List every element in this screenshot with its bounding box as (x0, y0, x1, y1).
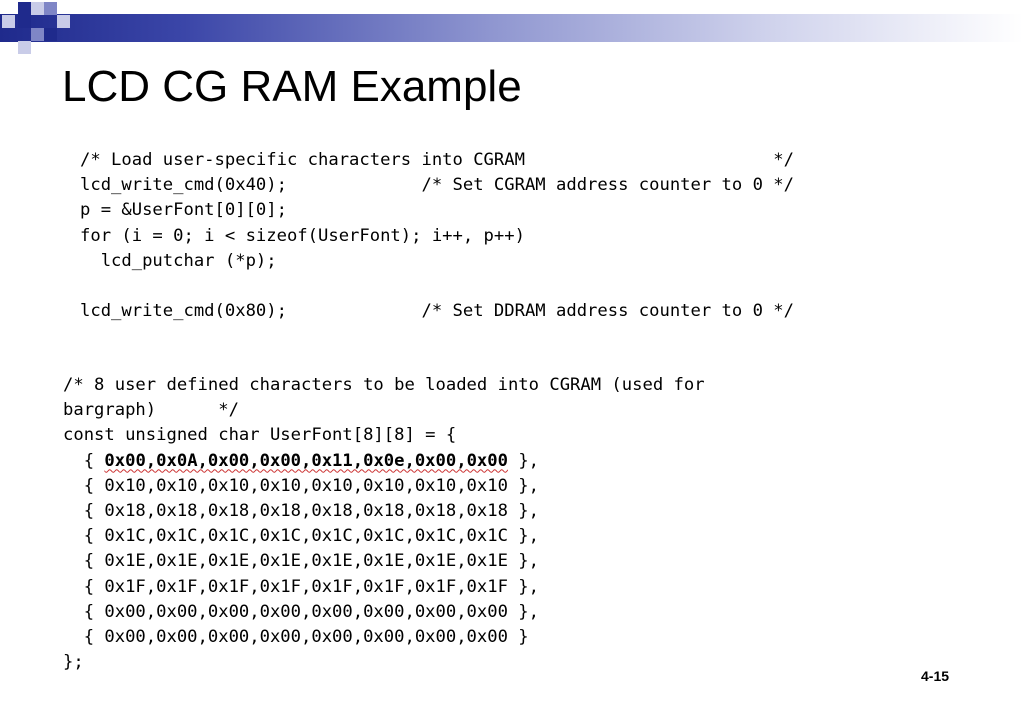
code-array-row: { 0x00,0x0A,0x00,0x00,0x11,0x0e,0x00,0x0… (63, 449, 705, 474)
header-square (18, 15, 31, 28)
code-line: /* Load user-specific characters into CG… (80, 150, 794, 170)
code-array-row: { 0x1E,0x1E,0x1E,0x1E,0x1E,0x1E,0x1E,0x1… (63, 551, 539, 572)
code-line: for (i = 0; i < sizeof(UserFont); i++, p… (80, 225, 525, 246)
header-square (18, 41, 31, 54)
header-square (2, 15, 15, 28)
header-square (57, 15, 70, 28)
header-square (31, 28, 44, 41)
highlighted-row-values: 0x00,0x0A,0x00,0x00,0x11,0x0e,0x00,0x00 (104, 450, 508, 471)
code-line: lcd_write_cmd(0x40); /* Set CGRAM addres… (80, 175, 794, 196)
header-square (44, 2, 57, 15)
slide-title: LCD CG RAM Example (62, 62, 522, 111)
header-square (31, 2, 44, 15)
code-array-row: { 0x1C,0x1C,0x1C,0x1C,0x1C,0x1C,0x1C,0x1… (63, 526, 539, 547)
code-block-load-cgram: /* Load user-specific characters into CG… (80, 148, 794, 324)
page-number: 4-15 (921, 668, 950, 684)
code-array-row: { 0x10,0x10,0x10,0x10,0x10,0x10,0x10,0x1… (63, 475, 539, 496)
code-line: lcd_write_cmd(0x80); /* Set DDRAM addres… (80, 301, 794, 322)
code-row-prefix: { (63, 450, 105, 471)
code-line: p = &UserFont[0][0]; (80, 200, 287, 221)
code-closing-line: }; (63, 652, 84, 673)
code-comment-line: /* 8 user defined characters to be loade… (63, 375, 705, 395)
code-line: lcd_putchar (*p); (80, 250, 277, 271)
code-comment-line: bargraph) */ (63, 400, 239, 421)
code-row-suffix: }, (507, 450, 540, 471)
header-square (18, 2, 31, 15)
code-block-user-font: /* 8 user defined characters to be loade… (63, 373, 705, 675)
header-bar (0, 14, 1023, 42)
code-array-row: { 0x00,0x00,0x00,0x00,0x00,0x00,0x00,0x0… (63, 626, 529, 647)
header-square (44, 28, 57, 41)
code-array-row: { 0x18,0x18,0x18,0x18,0x18,0x18,0x18,0x1… (63, 500, 539, 521)
code-array-row: { 0x00,0x00,0x00,0x00,0x00,0x00,0x00,0x0… (63, 601, 539, 622)
code-line (80, 274, 794, 299)
code-declaration-line: const unsigned char UserFont[8][8] = { (63, 425, 457, 446)
code-array-row: { 0x1F,0x1F,0x1F,0x1F,0x1F,0x1F,0x1F,0x1… (63, 576, 539, 597)
